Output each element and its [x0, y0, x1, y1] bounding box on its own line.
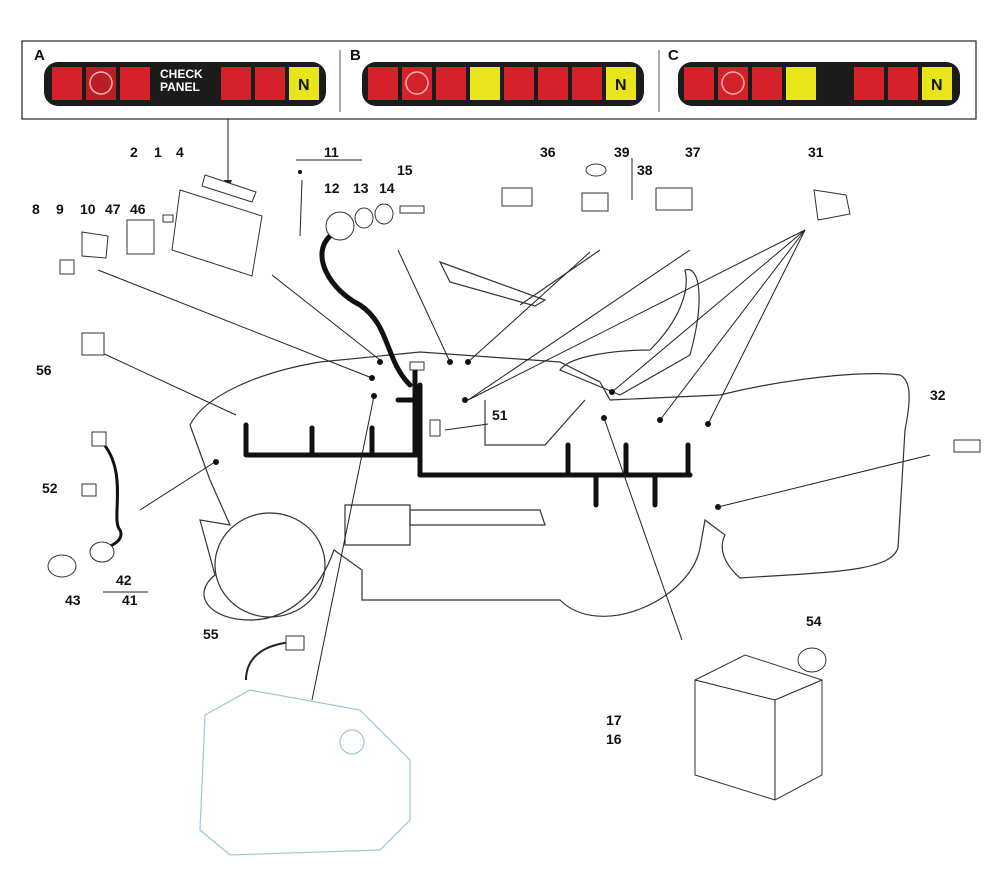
callout-38: 38 — [637, 162, 653, 178]
indicator-panels: A CHECK PANEL N B N — [21, 40, 977, 190]
neutral-indicator — [922, 67, 952, 100]
panel-text-line2: PANEL — [160, 80, 200, 94]
relay-part — [81, 231, 109, 259]
battery-icon — [572, 67, 602, 100]
seat-icon — [120, 67, 150, 100]
seat-warning-icon — [368, 67, 398, 100]
fuel-icon — [786, 67, 816, 100]
connector-part — [126, 219, 155, 255]
rocker-switch-part — [501, 187, 533, 207]
neutral-label: N — [931, 77, 943, 94]
neutral-label: N — [615, 77, 627, 94]
callout-56: 56 — [36, 362, 52, 378]
ignition-switch-part — [325, 203, 425, 241]
oil-icon — [538, 67, 568, 100]
panel-b: B N — [350, 47, 644, 106]
callout-10: 10 — [80, 201, 96, 217]
callout-15: 15 — [397, 162, 413, 178]
seat-warning-icon — [684, 67, 714, 100]
callout-41: 41 — [122, 592, 138, 608]
callout-54: 54 — [806, 613, 822, 629]
tractor-outline — [189, 249, 910, 621]
callouts: 2 1 4 8 9 10 47 46 11 12 13 14 15 36 39 … — [32, 144, 946, 747]
toggle-switch-part — [655, 187, 693, 211]
neutral-label: N — [298, 77, 310, 94]
fuel-icon — [470, 67, 500, 100]
callout-42: 42 — [116, 572, 132, 588]
callout-47: 47 — [105, 201, 121, 217]
callout-37: 37 — [685, 144, 701, 160]
push-switch-part — [581, 163, 609, 212]
callout-9: 9 — [56, 201, 64, 217]
leader-lines — [97, 158, 931, 701]
callout-31: 31 — [808, 144, 824, 160]
callout-4: 4 — [176, 144, 184, 160]
seat-icon — [752, 67, 782, 100]
callout-55: 55 — [203, 626, 219, 642]
grass-catcher-icon — [504, 67, 534, 100]
safety-switch-part — [813, 189, 851, 221]
oil-icon — [854, 67, 884, 100]
callout-8: 8 — [32, 201, 40, 217]
battery-part — [694, 647, 827, 801]
screw-part — [162, 214, 174, 223]
callout-2: 2 — [130, 144, 138, 160]
callout-17: 17 — [606, 712, 622, 728]
panel-c: C N — [668, 47, 960, 106]
micro-switch-part — [953, 439, 981, 453]
panel-b-letter: B — [350, 47, 361, 64]
callout-51: 51 — [492, 407, 508, 423]
callout-43: 43 — [65, 592, 81, 608]
callout-16: 16 — [606, 731, 622, 747]
battery-icon — [255, 67, 285, 100]
fuse-part — [59, 259, 75, 275]
panel-a-letter: A — [34, 47, 45, 64]
oil-icon — [221, 67, 251, 100]
circuit-board-part — [171, 174, 263, 277]
callout-39: 39 — [614, 144, 630, 160]
callout-32: 32 — [930, 387, 946, 403]
panel-a: A CHECK PANEL N — [34, 47, 326, 106]
callout-11: 11 — [324, 144, 339, 160]
callout-14: 14 — [379, 180, 395, 196]
seat-warning-icon — [52, 67, 82, 100]
callout-12: 12 — [324, 180, 340, 196]
relay-56-part — [81, 332, 105, 356]
callout-46: 46 — [130, 201, 146, 217]
wiring-harness — [243, 233, 693, 508]
battery-icon — [888, 67, 918, 100]
panel-text-line1: CHECK — [160, 67, 203, 81]
neutral-indicator — [289, 67, 319, 100]
fuel-tank-part — [199, 635, 411, 856]
callout-52: 52 — [42, 480, 58, 496]
neutral-indicator — [606, 67, 636, 100]
callout-13: 13 — [353, 180, 369, 196]
headlight-cable-part — [47, 431, 123, 578]
callout-1: 1 — [154, 144, 162, 160]
seat-icon — [436, 67, 466, 100]
panel-c-letter: C — [668, 47, 679, 64]
clip-part — [429, 419, 441, 437]
parts — [47, 163, 981, 856]
callout-36: 36 — [540, 144, 556, 160]
